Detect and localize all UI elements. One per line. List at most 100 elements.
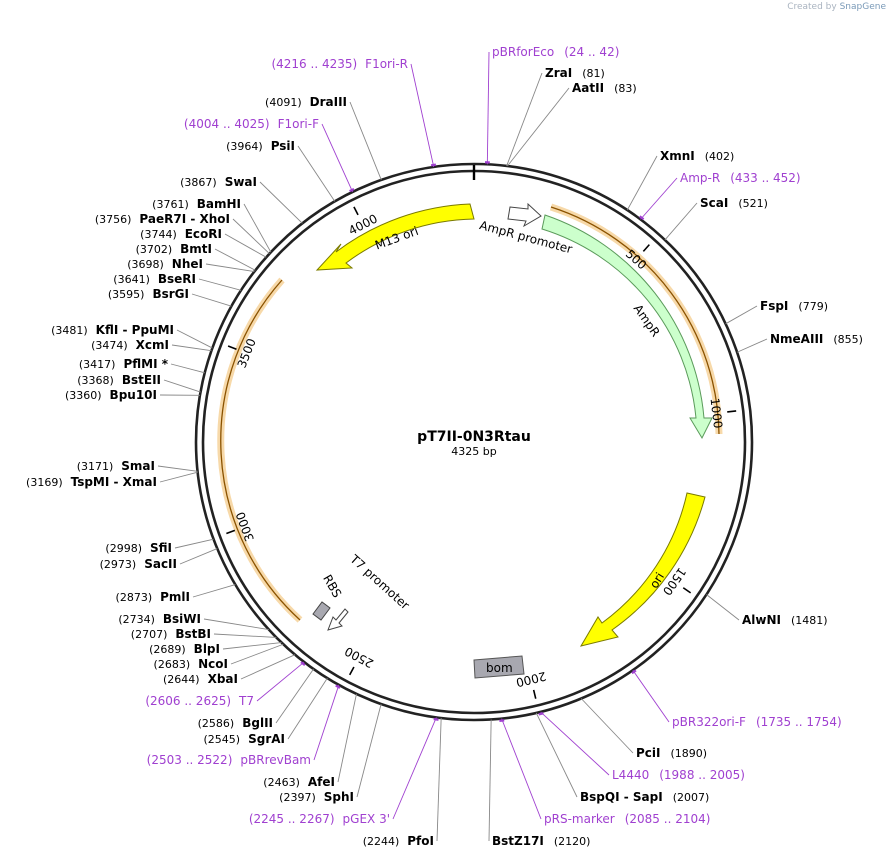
- snapgene-watermark: Created by SnapGene: [787, 2, 886, 12]
- m13-primer-arc: [217, 277, 303, 623]
- enzyme-label-bpu10i[interactable]: (3360)Bpu10I: [65, 388, 157, 402]
- callout-line: [632, 669, 670, 723]
- tick-mark: [727, 410, 737, 413]
- label-position: (2545): [204, 733, 241, 746]
- label-name: L4440: [612, 768, 649, 782]
- primer-label-pgex-3-[interactable]: (2245 .. 2267)pGEX 3': [249, 812, 390, 826]
- enzyme-label-bstz17i[interactable]: BstZ17I(2120): [492, 834, 590, 848]
- primer-label-f1ori-f[interactable]: (4004 .. 4025)F1ori-F: [184, 117, 319, 131]
- callout-line: [507, 87, 570, 167]
- enzyme-label-bamhi[interactable]: (3761)BamHI: [152, 197, 241, 211]
- callout-line: [486, 51, 490, 165]
- feature-t7-promoter[interactable]: [327, 608, 349, 631]
- enzyme-label-zrai[interactable]: ZraI(81): [545, 66, 605, 80]
- enzyme-label-bseri[interactable]: (3641)BseRI: [113, 272, 196, 286]
- tick-mark: [532, 689, 537, 699]
- enzyme-label-tspmi-xmai[interactable]: (3169)TspMI - XmaI: [26, 475, 157, 489]
- primer-site: [639, 215, 645, 221]
- label-position: (2120): [554, 835, 591, 848]
- enzyme-label-nmeaiii[interactable]: NmeAIII(855): [770, 332, 863, 346]
- feature-ori[interactable]: [579, 492, 706, 647]
- enzyme-label-fspi[interactable]: FspI(779): [760, 299, 828, 313]
- enzyme-label-sacii[interactable]: (2973)SacII: [100, 557, 177, 571]
- enzyme-label-paer7i-xhoi[interactable]: (3756)PaeR7I - XhoI: [95, 212, 230, 226]
- enzyme-label-bglii[interactable]: (2586)BglII: [198, 716, 273, 730]
- enzyme-label-sgrai[interactable]: (2545)SgrAI: [204, 732, 285, 746]
- enzyme-label-bsteii[interactable]: (3368)BstEII: [77, 373, 161, 387]
- label-position: (3744): [140, 228, 177, 241]
- enzyme-label-swai[interactable]: (3867)SwaI: [180, 175, 257, 189]
- enzyme-label-pmli[interactable]: (2873)PmlI: [116, 590, 190, 604]
- label-position: (4004 .. 4025): [184, 117, 270, 131]
- label-name: DraIII: [310, 95, 347, 109]
- primer-label-pbrrevbam[interactable]: (2503 .. 2522)pBRrevBam: [147, 753, 311, 767]
- label-position: (3595): [108, 288, 145, 301]
- enzyme-label-xmni[interactable]: XmnI(402): [660, 149, 734, 163]
- enzyme-label-bsrgi[interactable]: (3595)BsrGI: [108, 287, 189, 301]
- label-name: pBRforEco: [492, 45, 554, 59]
- label-name: PfoI: [407, 834, 434, 848]
- label-name: ZraI: [545, 66, 572, 80]
- enzyme-label-psii[interactable]: (3964) PsiI: [226, 139, 295, 153]
- label-name: BspQI - SapI: [580, 790, 663, 804]
- primer-label-pbr322ori-f[interactable]: pBR322ori-F(1735 .. 1754): [672, 715, 842, 729]
- callout-line: [224, 233, 267, 258]
- callout-line: [198, 278, 242, 291]
- enzyme-label-kfli-ppumi[interactable]: (3481)KflI - PpuMI: [51, 323, 174, 337]
- label-position: (3964): [226, 140, 263, 153]
- enzyme-label-aatii[interactable]: AatII(83): [572, 81, 637, 95]
- primer-label-t7[interactable]: (2606 .. 2625)T7: [145, 694, 254, 708]
- label-name: SacII: [144, 557, 177, 571]
- feature-rbs[interactable]: [312, 601, 331, 621]
- enzyme-label-blpi[interactable]: (2689)BlpI: [149, 642, 220, 656]
- enzyme-label-nhei[interactable]: (3698)NheI: [127, 257, 203, 271]
- enzyme-label-bstbi[interactable]: (2707)BstBI: [131, 627, 211, 641]
- enzyme-label-pfoi[interactable]: (2244)PfoI: [363, 834, 434, 848]
- label-name: PsiI: [271, 139, 295, 153]
- primer-label-prs-marker[interactable]: pRS-marker(2085 .. 2104): [544, 812, 710, 826]
- enzyme-label-draiii[interactable]: (4091)DraIII: [265, 95, 347, 109]
- enzyme-label-bmti[interactable]: (3702)BmtI: [136, 242, 212, 256]
- label-name: pBRrevBam: [240, 753, 311, 767]
- label-position: (2463): [263, 776, 300, 789]
- amp-r-primer-line: [550, 206, 720, 435]
- label-name: F1ori-R: [365, 57, 408, 71]
- callout-line: [349, 101, 382, 181]
- enzyme-label-bsiwi[interactable]: (2734)BsiWI: [118, 612, 201, 626]
- backbone-outer: [194, 162, 754, 722]
- label-position: (2707): [131, 628, 168, 641]
- callout-layer: pBRforEco(24 .. 42) ZraI(81)AatII(83) XmnI…: [26, 45, 863, 848]
- feature-ampr[interactable]: [541, 214, 713, 440]
- enzyme-label-smai[interactable]: (3171)SmaI: [77, 459, 155, 473]
- enzyme-label-scai[interactable]: ScaI(521): [700, 196, 768, 210]
- callout-line: [540, 711, 610, 776]
- primer-label-amp-r[interactable]: Amp-R(433 .. 452): [680, 171, 801, 185]
- enzyme-label-pflmi-[interactable]: (3417)PflMI *: [79, 357, 169, 371]
- enzyme-label-xbai[interactable]: (2644)XbaI: [163, 672, 238, 686]
- callout-line: [256, 661, 305, 702]
- enzyme-label-sphi[interactable]: (2397)SphI: [279, 790, 354, 804]
- primer-label-f1ori-r[interactable]: (4216 .. 4235)F1ori-R: [271, 57, 408, 71]
- enzyme-label-ncoi[interactable]: (2683)NcoI: [154, 657, 228, 671]
- enzyme-label-afei[interactable]: (2463)AfeI: [263, 775, 335, 789]
- enzyme-label-bspqi-sapi[interactable]: BspQI - SapI(2007): [580, 790, 709, 804]
- label-name: SwaI: [225, 175, 257, 189]
- enzyme-label-ecori[interactable]: (3744)EcoRI: [140, 227, 222, 241]
- enzyme-label-pcii[interactable]: PciI(1890): [636, 746, 707, 760]
- label-name: BglII: [242, 716, 273, 730]
- label-name: BmtI: [180, 242, 212, 256]
- feature-ampr-promoter[interactable]: [507, 202, 542, 228]
- label-name: PflMI *: [123, 357, 168, 371]
- label-position: (2397): [279, 791, 316, 804]
- label-position: (521): [738, 197, 768, 210]
- primer-label-pbrforeco[interactable]: pBRforEco(24 .. 42): [492, 45, 619, 59]
- enzyme-label-alwni[interactable]: AlwNI(1481): [742, 613, 828, 627]
- enzyme-label-sfii[interactable]: (2998)SfiI: [105, 541, 172, 555]
- snapgene-logo: SnapGene: [839, 2, 886, 12]
- primer-label-l4440[interactable]: L4440(1988 .. 2005): [612, 768, 745, 782]
- enzyme-label-xcmi[interactable]: (3474)XcmI: [91, 338, 169, 352]
- feature-bom[interactable]: [473, 655, 525, 679]
- label-position: (2689): [149, 643, 186, 656]
- feature-m13-ori[interactable]: [315, 203, 475, 271]
